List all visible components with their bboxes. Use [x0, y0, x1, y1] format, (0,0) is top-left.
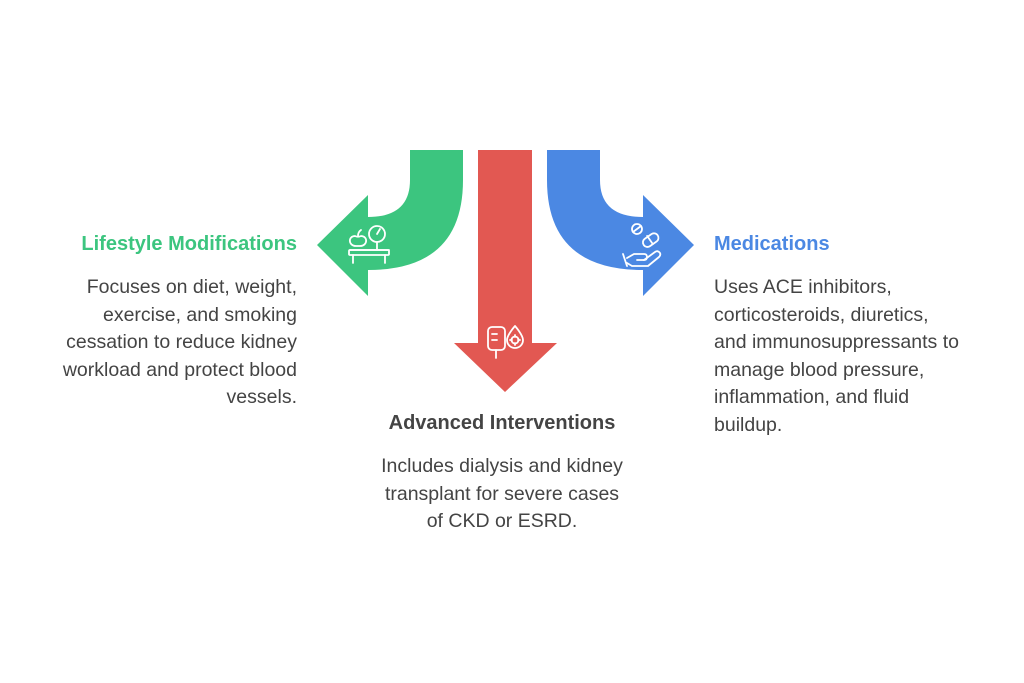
advanced-arrow [454, 150, 557, 392]
lifestyle-description-line: workload and protect blood [62, 358, 297, 381]
advanced-description: Includes dialysis and kidney transplant … [342, 453, 662, 536]
lifestyle-description-line: vessels. [226, 386, 297, 408]
lifestyle-description-line: exercise, and smoking [102, 303, 297, 326]
medications-description-line: corticosteroids, diuretics, [714, 303, 929, 326]
hand-pills-icon [622, 223, 662, 267]
medications-description-line: inflammation, and fluid [714, 386, 910, 408]
medications-description-line: and immunosuppressants to [714, 331, 959, 353]
medications-title: Medications [714, 233, 830, 255]
scale-apple-icon [348, 225, 390, 264]
medications-description: Uses ACE inhibitors, corticosteroids, di… [714, 274, 1014, 439]
advanced-description-line: transplant for severe cases [384, 482, 620, 505]
lifestyle-block: Lifestyle Modifications Focuses on diet,… [0, 232, 297, 412]
lifestyle-arrow [317, 150, 463, 296]
advanced-description-line: Includes dialysis and kidney [381, 455, 623, 477]
iv-bag-drop-icon [487, 325, 524, 359]
medications-block: Medications Uses ACE inhibitors, cortico… [714, 232, 1014, 439]
medications-description-line: buildup. [714, 413, 783, 436]
lifestyle-description: Focuses on diet, weight, exercise, and s… [0, 274, 297, 412]
advanced-title: Advanced Interventions [388, 412, 616, 434]
advanced-block: Advanced Interventions Includes dialysis… [342, 411, 662, 536]
lifestyle-description-line: cessation to reduce kidney [66, 331, 297, 353]
medications-description-line: Uses ACE inhibitors, [714, 276, 892, 298]
advanced-description-line: of CKD or ESRD. [426, 510, 578, 532]
lifestyle-description-line: Focuses on diet, weight, [86, 276, 297, 298]
medications-arrow [547, 150, 694, 296]
lifestyle-title: Lifestyle Modifications [81, 233, 297, 255]
medications-description-line: manage blood pressure, [714, 358, 925, 381]
